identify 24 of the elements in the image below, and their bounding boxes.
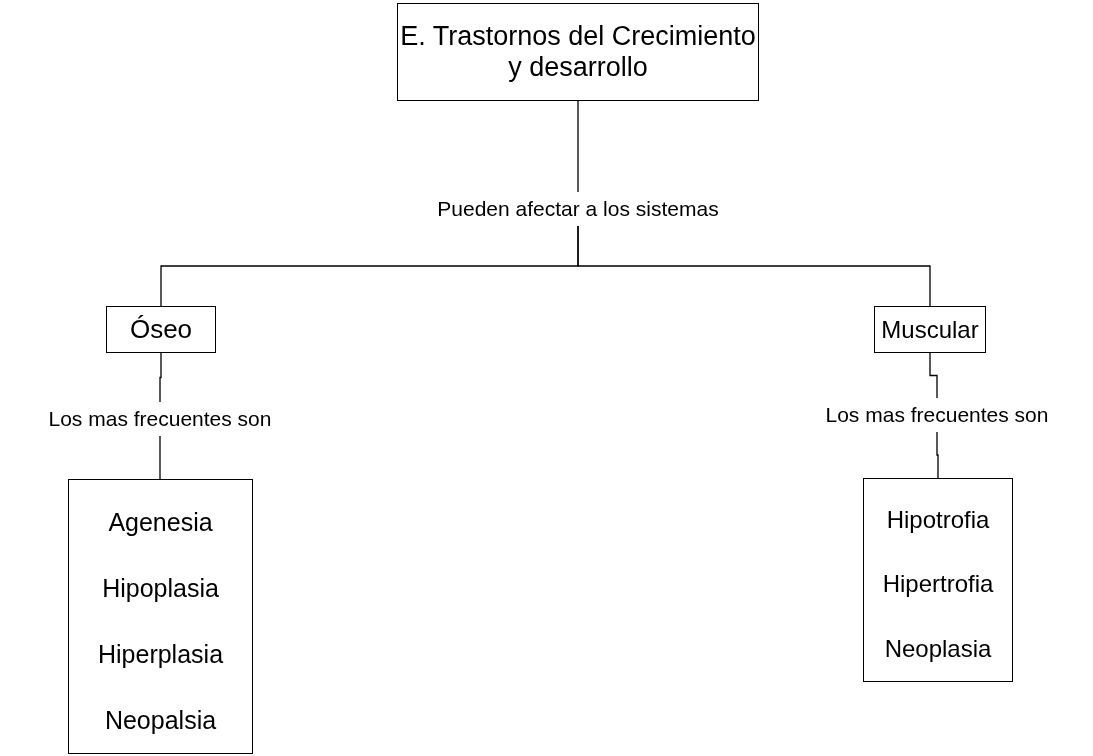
connector-label: Los mas frecuentes son: [48, 406, 272, 432]
list-box: [68, 479, 253, 754]
connector-label: Pueden afectar a los sistemas: [437, 196, 719, 222]
connector-line: [577, 100, 579, 193]
title-box: [397, 3, 759, 101]
box-label: Óseo: [129, 314, 193, 345]
list-item: Hipoplasia: [102, 572, 219, 604]
box-label: Muscular: [881, 315, 979, 344]
category-box: [106, 306, 216, 353]
list-item: Neopalsia: [104, 704, 217, 736]
connector-line: [577, 225, 931, 307]
connector-line: [929, 352, 938, 399]
list-item: Agenesia: [108, 506, 213, 538]
category-box: [874, 306, 986, 353]
connector-label: Los mas frecuentes son: [825, 402, 1049, 428]
list-box: [863, 478, 1013, 682]
connector-line: [159, 352, 162, 403]
list-item: Neoplasia: [884, 633, 992, 664]
connector-line: [159, 435, 161, 480]
list-item: Hipertrofia: [882, 569, 994, 600]
box-label: E. Trastornos del Crecimiento y desarrollo: [399, 20, 757, 84]
connector-line: [936, 431, 939, 479]
list-item: Hiperplasia: [97, 638, 224, 670]
list-item: Hipotrofia: [886, 505, 990, 536]
